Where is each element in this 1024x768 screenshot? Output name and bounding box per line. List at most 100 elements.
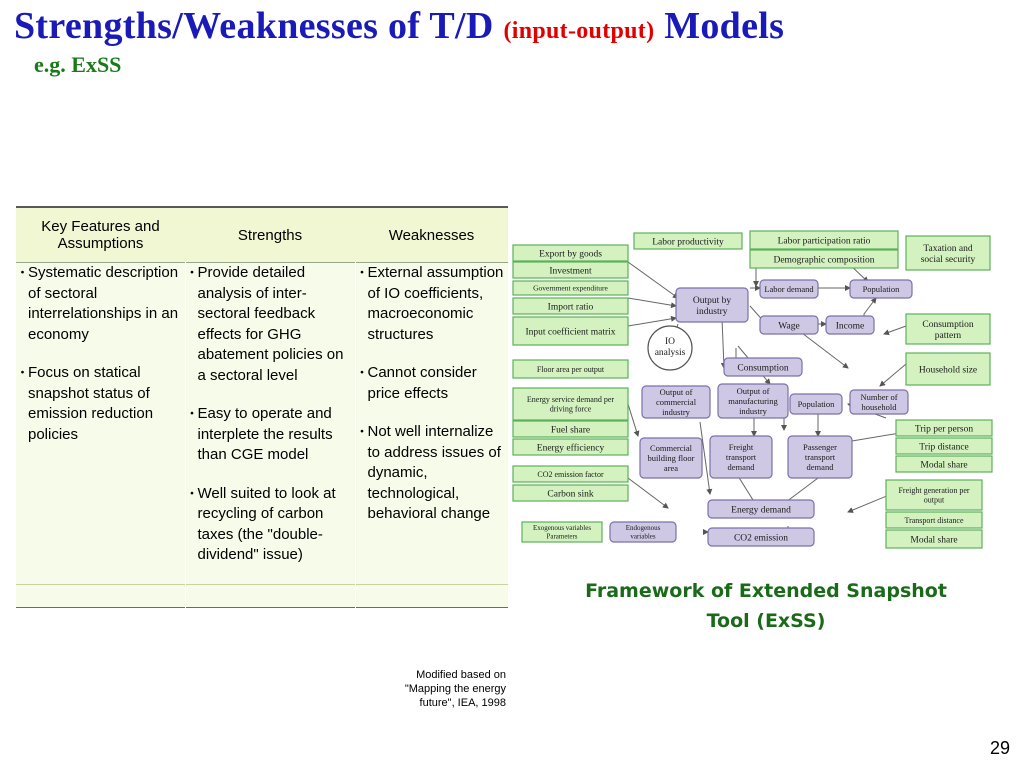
flow-arrow: [797, 329, 849, 369]
diagram-label: Labor demand: [764, 284, 814, 294]
diagram-label: Income: [836, 321, 865, 331]
diagram-label: Import ratio: [548, 302, 594, 312]
exogenous-investment: Investment: [512, 261, 629, 279]
diagram-label: household: [862, 402, 898, 412]
diagram-label: Population: [863, 284, 901, 294]
features-table: Key Features and Assumptions Strengths W…: [16, 206, 509, 608]
exogenous-floor-area-per-output: Floor area per output: [512, 359, 629, 379]
caption-line-2: Tool (ExSS): [706, 610, 826, 632]
diagram-label: Labor productivity: [652, 237, 724, 247]
diagram-label: Output of: [737, 386, 770, 396]
diagram-label: Export by goods: [539, 249, 602, 259]
diagram-label: Trip distance: [919, 442, 969, 452]
weakness-text: Not well internalize to address issues o…: [367, 423, 501, 522]
exogenous-modal-share: Modal share: [895, 455, 993, 473]
list-item: ・External assumption of IO coefficients,…: [356, 263, 508, 345]
strength-text: Well suited to look at recycling of carb…: [197, 484, 336, 564]
exogenous-co2-emission-factor: CO2 emission factor: [512, 465, 629, 483]
exogenous-transport-distance: Transport distance: [885, 511, 983, 529]
bullet: ・: [16, 265, 30, 280]
diagram-label: analysis: [655, 348, 686, 358]
diagram-label: Transport distance: [904, 516, 963, 525]
diagram-label: demand: [728, 462, 756, 472]
weakness-text: Cannot consider price effects: [367, 364, 477, 402]
title-main: Strengths/Weaknesses of T/D: [14, 5, 494, 47]
exogenous-trip-distance: Trip distance: [895, 437, 993, 455]
diagram-label: IO: [665, 337, 675, 347]
source-note: Modified based on "Mapping the energy fu…: [404, 669, 506, 709]
diagram-label: Passenger: [803, 442, 837, 452]
weakness-text: External assumption of IO coefficients, …: [367, 264, 504, 343]
bullet: ・: [185, 265, 199, 280]
list-item: ・Cannot consider price effects: [356, 363, 508, 404]
diagram-label: output: [924, 496, 945, 505]
diagram-label: industry: [662, 407, 691, 417]
diagram-label: pattern: [935, 331, 962, 341]
diagram-label: Freight: [729, 442, 754, 452]
exogenous-government-expenditure: Government expenditure: [512, 280, 629, 296]
diagram-label: Modal share: [910, 535, 957, 545]
title-end: Models: [664, 5, 785, 47]
page-number: 29: [989, 738, 1010, 758]
diagram-label: Input coefficient matrix: [525, 326, 615, 337]
bullet: ・: [185, 406, 199, 421]
diagram-label: area: [664, 463, 678, 473]
endogenous-income: Income: [825, 315, 875, 335]
diagram-label: transport: [726, 452, 757, 462]
figure-caption: Framework of Extended Snapshot Tool (ExS…: [570, 576, 962, 636]
bullet: ・: [355, 424, 369, 439]
exogenous-labor-productivity: Labor productivity: [633, 232, 743, 250]
slide-title: Strengths/Weaknesses of T/D (input-outpu…: [14, 2, 784, 55]
endogenous-population: Population: [789, 393, 843, 415]
strengths-cell: ・Provide detailed analysis of inter-sect…: [185, 262, 356, 584]
feature-text: Focus on statical snapshot status of emi…: [28, 364, 154, 443]
diagram-label: Energy efficiency: [537, 442, 605, 453]
endogenous-wage: Wage: [759, 315, 819, 335]
diagram-label: Government expenditure: [533, 284, 608, 293]
diagram-label: building floor: [648, 453, 695, 463]
header-strengths: Strengths: [185, 206, 355, 263]
diagram-label: Carbon sink: [547, 489, 593, 499]
diagram-label: Consumption: [922, 320, 973, 330]
flow-arrow: [720, 317, 727, 369]
weaknesses-cell: ・External assumption of IO coefficients,…: [355, 262, 509, 584]
exogenous-energy-efficiency: Energy efficiency: [512, 438, 629, 456]
diagram-label: Energy service demand per: [527, 395, 614, 404]
flow-arrow: [627, 261, 679, 299]
diagram-label: Exogenous variables: [533, 524, 591, 532]
exogenous-household-size: Household size: [905, 352, 991, 386]
feature-text: Systematic description of sectoral inter…: [28, 264, 179, 343]
diagram-label: driving force: [550, 405, 592, 414]
slide-subtitle: e.g. ExSS: [34, 52, 122, 77]
diagram-label: Endogenous: [626, 524, 661, 532]
diagram-label: variables: [630, 533, 656, 541]
table-header-row: Key Features and Assumptions Strengths W…: [16, 206, 508, 263]
bullet: ・: [355, 265, 369, 280]
diagram-label: Taxation and: [923, 244, 972, 254]
exogenous-modal-share: Modal share: [885, 529, 983, 549]
list-item: ・Easy to operate and interplete the resu…: [186, 404, 355, 466]
diagram-label: Population: [798, 399, 836, 409]
exogenous-import-ratio: Import ratio: [512, 297, 629, 315]
strength-text: Provide detailed analysis of inter-secto…: [197, 264, 344, 384]
diagram-label: Output of: [660, 387, 693, 397]
exogenous-labor-participation-ratio: Labor participation ratio: [749, 230, 899, 250]
diagram-label: industry: [696, 307, 727, 317]
diagram-label: industry: [739, 406, 768, 416]
diagram-label: Labor participation ratio: [778, 236, 871, 246]
diagram-label: CO2 emission factor: [537, 470, 604, 479]
list-item: ・Not well internalize to address issues …: [356, 422, 508, 525]
